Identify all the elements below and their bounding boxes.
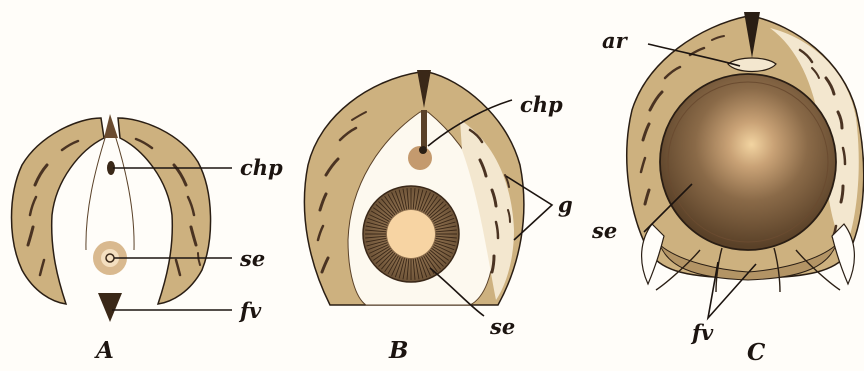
panel-a-label-se: se — [239, 246, 265, 271]
panel-a-label-chp: chp — [240, 155, 283, 180]
panel-a-apex — [104, 114, 118, 138]
panel-c-label-se: se — [591, 218, 617, 243]
panel-b-label-chp: chp — [520, 92, 563, 117]
panel-a: chp se fv A — [12, 114, 284, 364]
panel-b-label-se: se — [489, 314, 515, 339]
panel-b-label-g: g — [558, 192, 573, 217]
panel-b-chalaza-core — [419, 146, 427, 154]
panel-c-caption: C — [747, 339, 766, 366]
panel-a-funiculus-lines — [86, 135, 134, 250]
panel-b-stalk — [421, 110, 427, 150]
panel-a-label-fv: fv — [238, 298, 262, 323]
panel-b: chp g se B — [304, 70, 572, 364]
panel-a-fv-mark — [98, 293, 122, 322]
panel-b-seed-core — [387, 210, 435, 258]
panel-c-seed — [660, 74, 836, 250]
panel-c: ar se fv C — [591, 12, 864, 366]
panel-a-caption: A — [94, 337, 114, 364]
panel-a-left-wall — [12, 118, 105, 304]
panel-c-label-fv: fv — [690, 320, 714, 345]
panel-b-caption: B — [388, 337, 408, 364]
panel-c-label-ar: ar — [602, 28, 629, 53]
